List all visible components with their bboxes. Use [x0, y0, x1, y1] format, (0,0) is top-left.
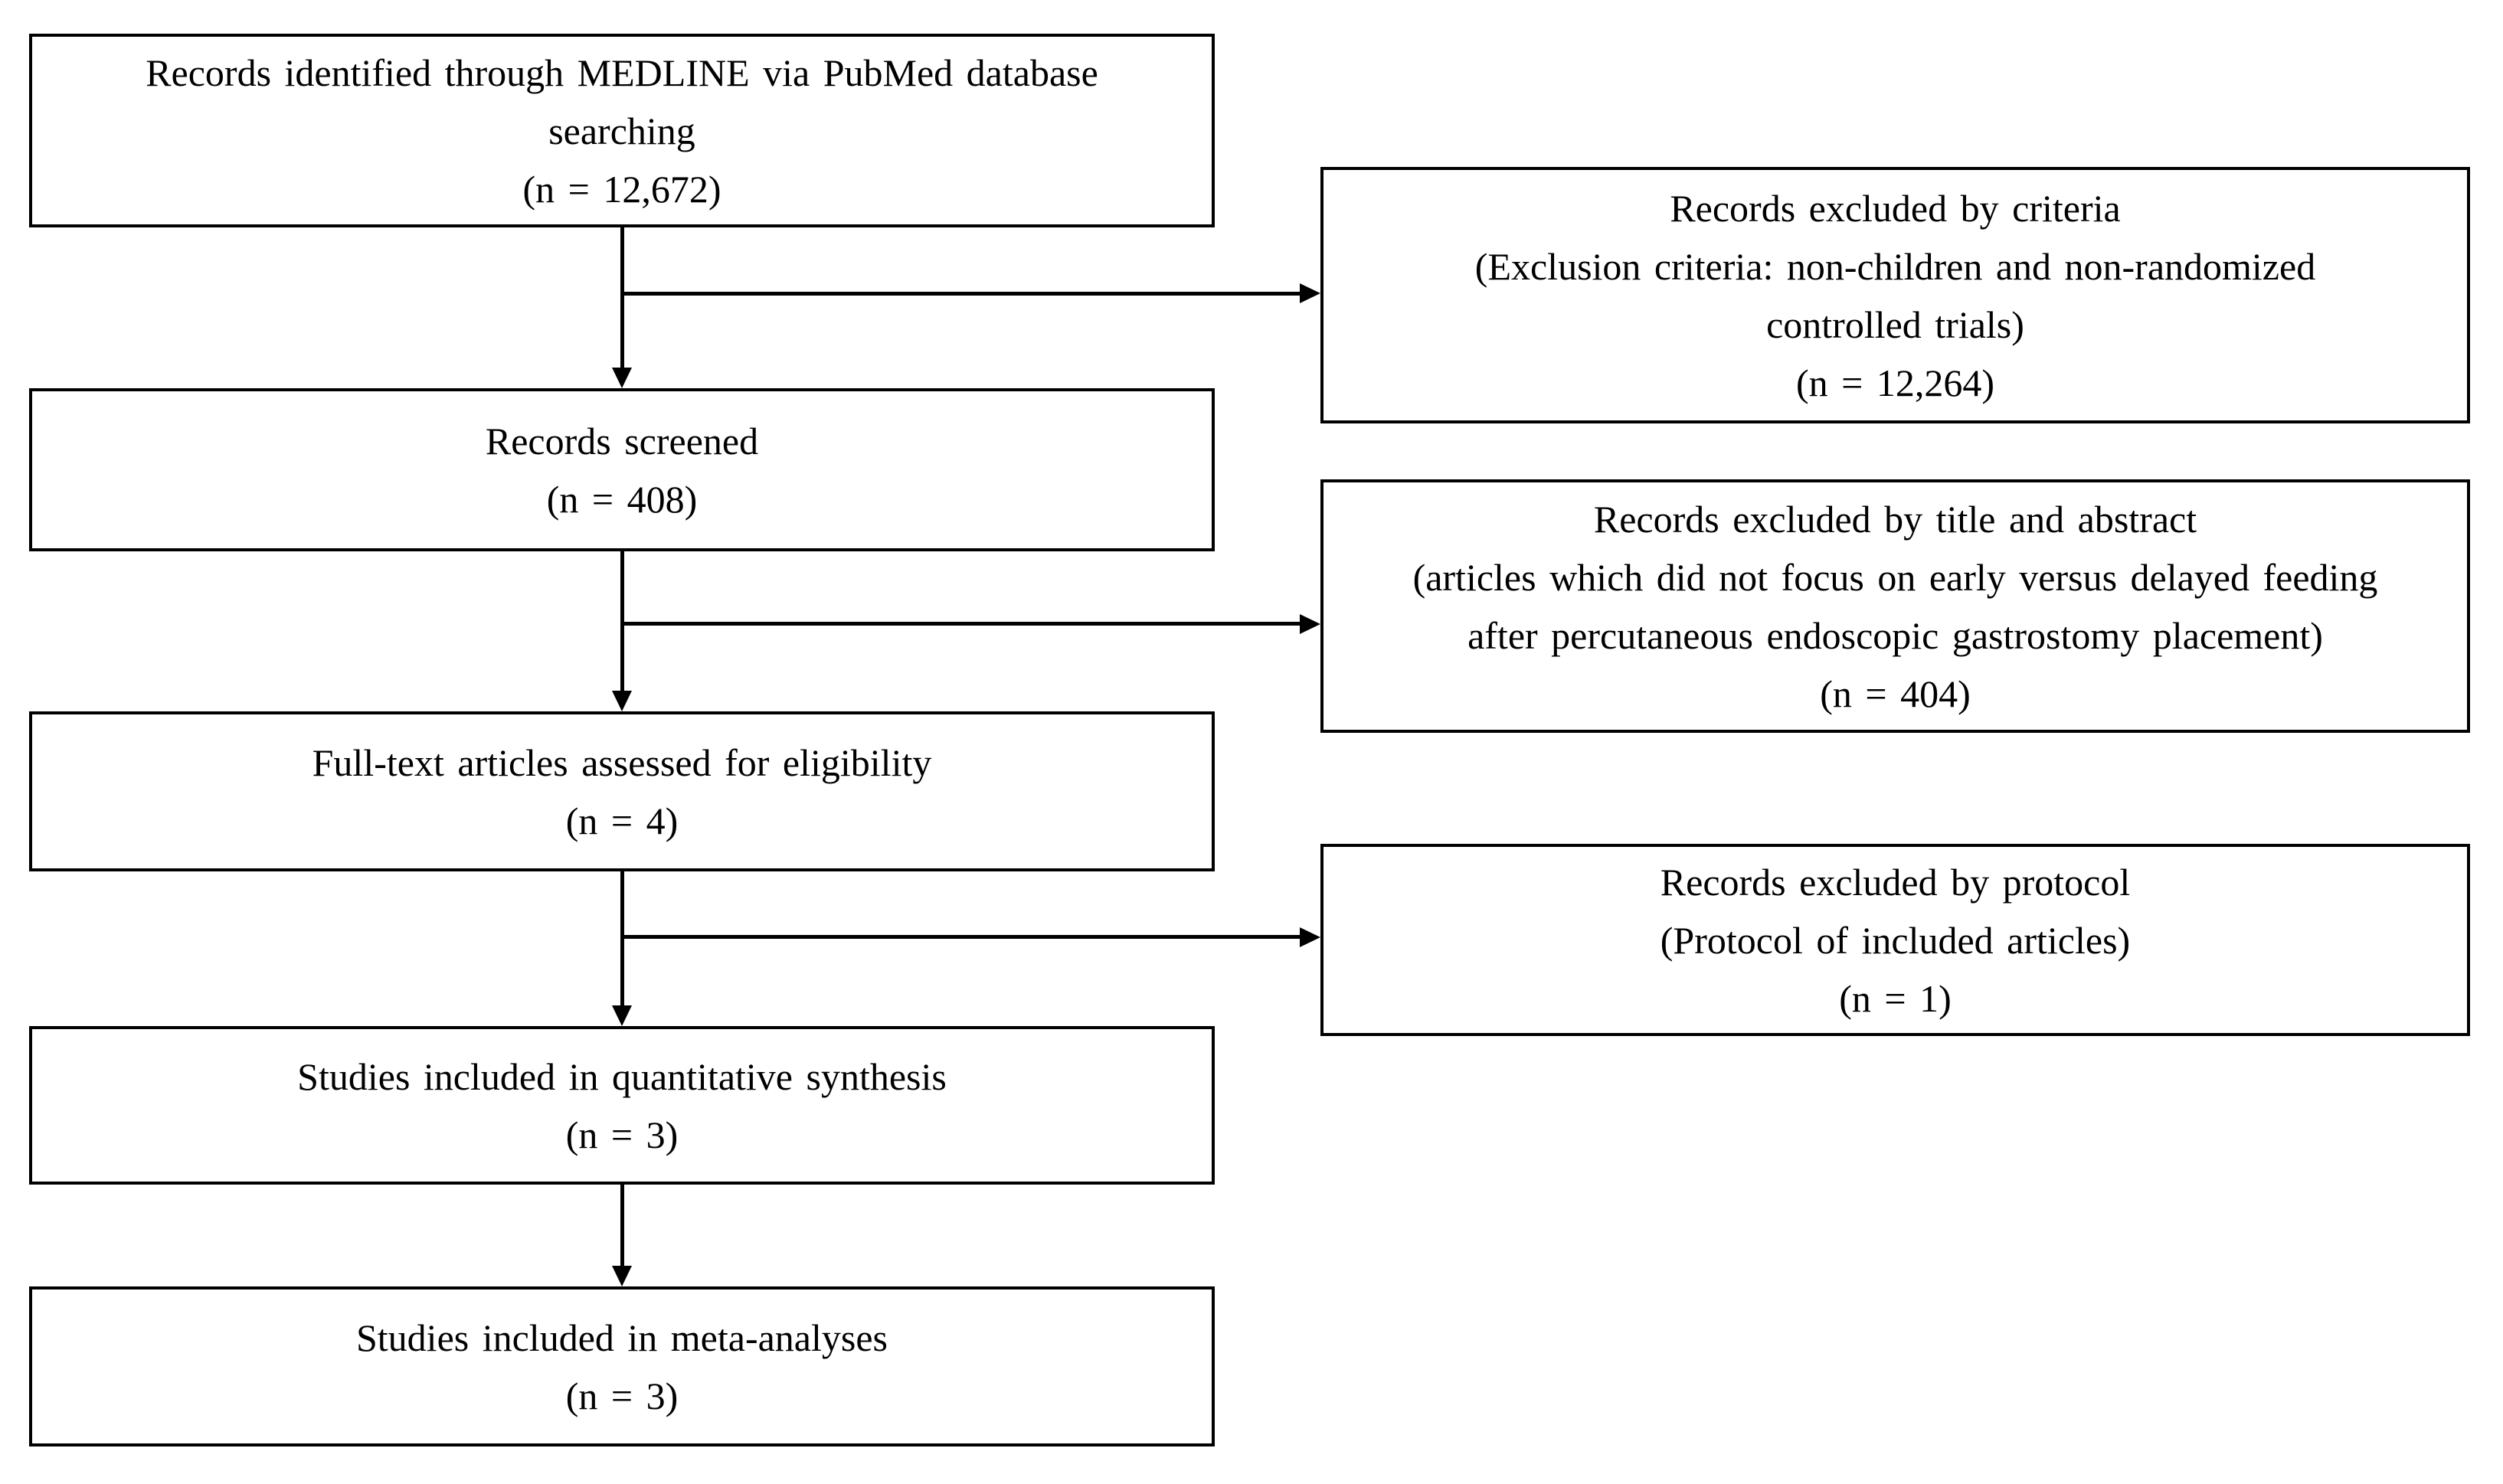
records-screened-count: (n = 408) — [546, 477, 698, 521]
connector-to-excluded-protocol-line — [620, 935, 1300, 939]
arrowhead-down-to-meta-icon — [612, 1266, 632, 1286]
quantitative-synthesis-label: Studies included in quantitative synthes… — [297, 1054, 947, 1098]
excluded-by-protocol-count: (n = 1) — [1839, 976, 1952, 1020]
arrowhead-right-to-excluded-title-abstract-icon — [1300, 614, 1320, 634]
fulltext-assessed-count: (n = 4) — [565, 799, 679, 842]
quantitative-synthesis-count: (n = 3) — [565, 1113, 679, 1156]
excluded-by-title-abstract-count: (n = 404) — [1820, 672, 1971, 715]
connector-screened-to-fulltext-line — [620, 551, 624, 691]
excluded-by-criteria-label: Records excluded by criteria (Exclusion … — [1474, 186, 2316, 346]
box-meta-analyses: Studies included in meta-analyses (n = 3… — [29, 1286, 1215, 1446]
box-records-screened: Records screened (n = 408) — [29, 388, 1215, 551]
connector-identified-to-screened-line — [620, 227, 624, 368]
box-records-identified: Records identified through MEDLINE via P… — [29, 34, 1215, 227]
meta-analyses-count: (n = 3) — [565, 1374, 679, 1417]
records-screened-label: Records screened — [485, 419, 759, 463]
connector-to-excluded-criteria-line — [620, 292, 1300, 296]
box-quantitative-synthesis: Studies included in quantitative synthes… — [29, 1026, 1215, 1185]
arrowhead-right-to-excluded-protocol-icon — [1300, 927, 1320, 947]
excluded-by-protocol-label: Records excluded by protocol (Protocol o… — [1660, 860, 2131, 962]
connector-fulltext-to-quantitative-line — [620, 871, 624, 1006]
connector-to-excluded-title-abstract-line — [620, 622, 1300, 626]
fulltext-assessed-label: Full-text articles assessed for eligibil… — [312, 740, 932, 784]
records-identified-count: (n = 12,672) — [522, 167, 721, 211]
records-identified-label: Records identified through MEDLINE via P… — [146, 51, 1098, 152]
box-excluded-by-title-abstract: Records excluded by title and abstract (… — [1320, 479, 2470, 733]
arrowhead-down-to-fulltext-icon — [612, 691, 632, 711]
excluded-by-criteria-count: (n = 12,264) — [1796, 361, 1994, 404]
box-excluded-by-criteria: Records excluded by criteria (Exclusion … — [1320, 167, 2470, 423]
box-fulltext-assessed: Full-text articles assessed for eligibil… — [29, 711, 1215, 871]
arrowhead-right-to-excluded-criteria-icon — [1300, 283, 1320, 303]
arrowhead-down-to-screened-icon — [612, 368, 632, 388]
meta-analyses-label: Studies included in meta-analyses — [355, 1316, 888, 1359]
box-excluded-by-protocol: Records excluded by protocol (Protocol o… — [1320, 844, 2470, 1036]
connector-quantitative-to-meta-line — [620, 1185, 624, 1267]
excluded-by-title-abstract-label: Records excluded by title and abstract (… — [1412, 497, 2378, 657]
arrowhead-down-to-quantitative-icon — [612, 1005, 632, 1026]
